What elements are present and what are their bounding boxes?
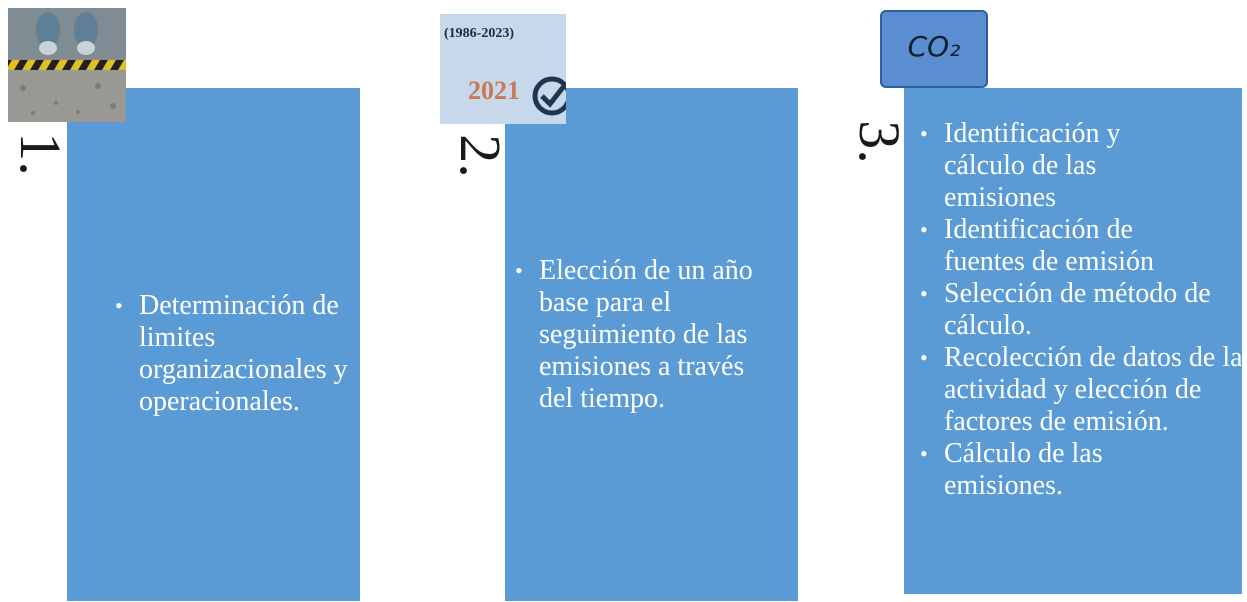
co2-icon: CO₂ (880, 10, 988, 88)
step-3-bullet: Identificación y cálculo de las emisione… (914, 118, 1244, 214)
calendar-check-icon: (1986-2023) 2021 (440, 14, 566, 124)
step-3-bullet: Cálculo de las emisiones. (914, 438, 1244, 502)
step-3-bullet: Selección de método de cálculo. (914, 278, 1244, 342)
step-2-bullets: Elección de un año base para el seguimie… (509, 255, 759, 415)
co2-label: CO₂ (907, 30, 961, 63)
step-2-bullet: Elección de un año base para el seguimie… (509, 255, 759, 415)
step-3-bullet: Recolección de datos de la actividad y e… (914, 342, 1244, 438)
step-1-panel: Determinación de limites organizacionale… (67, 88, 360, 601)
step-2-panel: Elección de un año base para el seguimie… (505, 88, 798, 601)
road-footprint-icon (8, 8, 126, 122)
step-1-bullet: Determinación de limites organizacionale… (109, 290, 354, 418)
step-3-panel: Identificación y cálculo de las emisione… (904, 88, 1244, 594)
year-range-caption: (1986-2023) (444, 26, 514, 41)
step-1-bullets: Determinación de limites organizacionale… (109, 290, 354, 418)
step-3-number: 3. (847, 120, 912, 164)
step-3-bullet: Identificación de fuentes de emisión (914, 214, 1244, 278)
base-year-label: 2021 (468, 76, 520, 105)
checkmark-icon (532, 76, 566, 116)
step-2-number: 2. (448, 134, 513, 178)
step-1-number: 1. (8, 132, 73, 176)
step-3-bullets: Identificación y cálculo de las emisione… (914, 118, 1244, 502)
